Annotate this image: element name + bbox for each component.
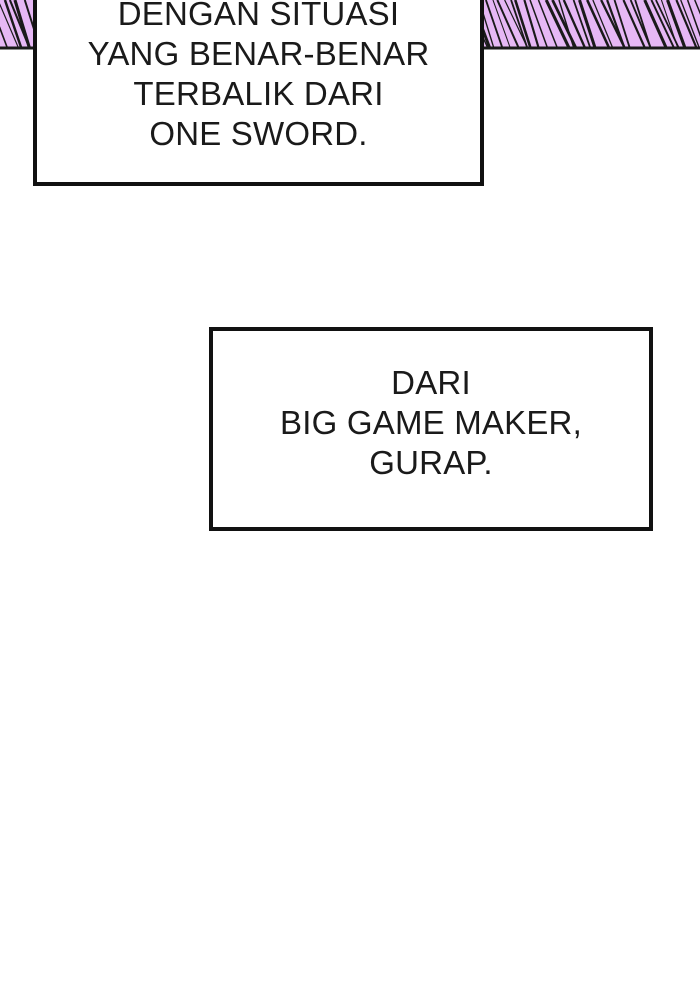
speed-line-7 — [13, 0, 31, 49]
caption-bottom-line-2: BIG GAME MAKER, — [280, 404, 582, 441]
speed-line-80 — [514, 0, 532, 49]
speed-line-91 — [592, 0, 614, 49]
speed-line-76 — [492, 0, 511, 49]
caption-top-line-4: ONE SWORD. — [149, 115, 368, 152]
speed-line-99 — [650, 0, 675, 49]
caption-top-line-3: TERBALIK DARI — [133, 75, 384, 112]
caption-bottom-line-1: DARI — [391, 364, 471, 401]
caption-bottom-line-3: GURAP. — [369, 444, 493, 481]
speed-line-88 — [572, 0, 592, 49]
speed-line-87 — [562, 0, 587, 49]
speed-line-82 — [529, 0, 549, 49]
speed-line-4 — [0, 3, 20, 49]
speed-line-98 — [643, 0, 668, 49]
speed-line-81 — [523, 0, 540, 49]
speed-line-83 — [537, 0, 559, 49]
speed-line-94 — [613, 0, 631, 49]
speed-line-106 — [694, 0, 700, 15]
caption-top-line-2: YANG BENAR-BENAR — [87, 35, 430, 72]
speed-line-95 — [622, 0, 646, 49]
speed-line-90 — [586, 0, 611, 49]
speed-line-84 — [544, 0, 571, 49]
speed-line-3 — [0, 26, 9, 49]
speed-line-89 — [578, 0, 597, 49]
speed-line-93 — [606, 0, 626, 49]
caption-top-line-1: DENGAN SITUASI — [117, 0, 400, 32]
speed-line-5 — [3, 0, 23, 49]
speed-line-102 — [666, 0, 687, 49]
speed-line-86 — [558, 0, 575, 49]
speed-line-101 — [660, 0, 679, 49]
speed-line-103 — [675, 0, 698, 49]
speed-line-104 — [680, 0, 700, 49]
speed-line-105 — [686, 0, 700, 38]
speed-line-77 — [496, 0, 520, 49]
speed-line-75 — [485, 0, 504, 49]
speed-line-79 — [510, 0, 529, 49]
caption-box-top: DENGAN SITUASI YANG BENAR-BENAR TERBALIK… — [33, 0, 484, 186]
speed-line-97 — [634, 0, 652, 49]
caption-box-bottom: DARI BIG GAME MAKER, GURAP. — [209, 327, 653, 531]
